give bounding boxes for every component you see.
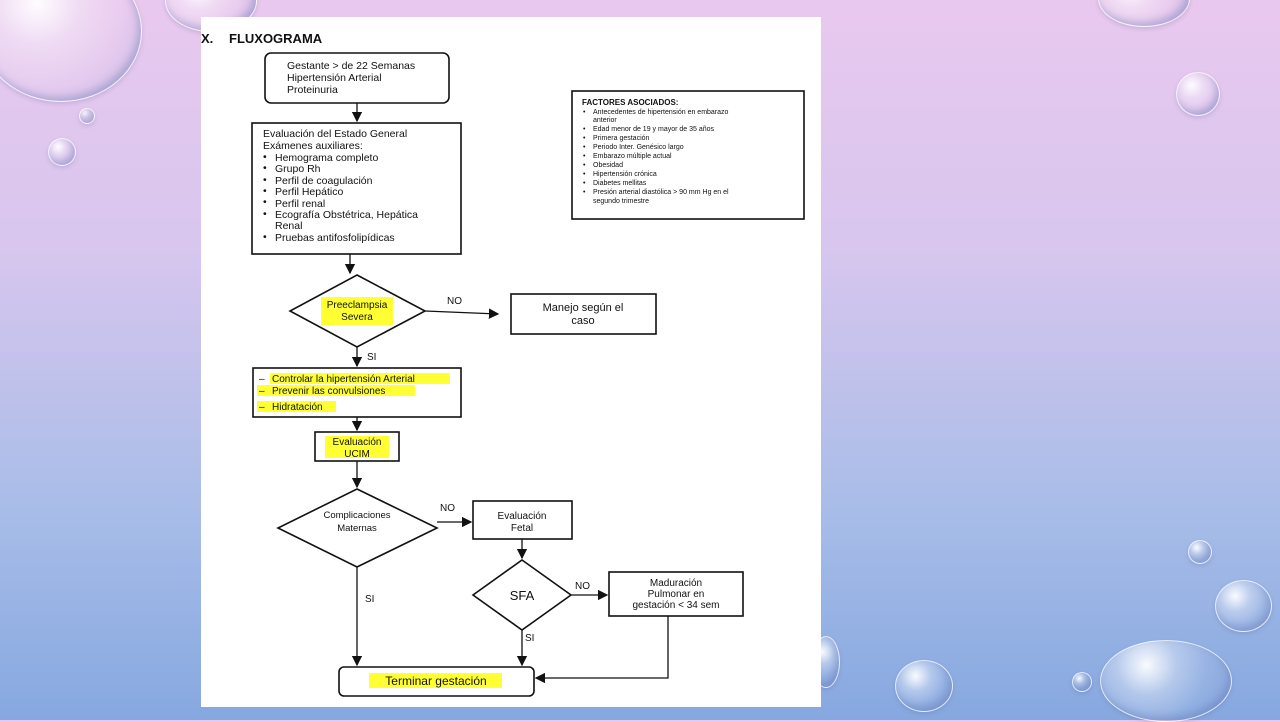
heading-prefix: X. — [201, 31, 213, 46]
bullet-icon: • — [583, 135, 586, 142]
bullet-icon: • — [583, 144, 586, 151]
maduracion-label: Maduración — [650, 578, 702, 589]
dash-icon: – — [259, 402, 265, 413]
exam-item: Grupo Rh — [275, 163, 321, 175]
water-drop-icon — [79, 108, 95, 124]
exam-item: Renal — [275, 220, 302, 232]
bullet-icon: • — [263, 151, 267, 163]
exam-item: Hemograma completo — [275, 152, 378, 164]
page-title: FLUXOGRAMA — [229, 31, 323, 46]
no-label: NO — [575, 581, 590, 592]
bullet-icon: • — [263, 185, 267, 197]
factor-line: Edad menor de 19 y mayor de 35 años — [593, 126, 715, 133]
dash-icon: – — [259, 374, 265, 385]
start-line: Gestante > de 22 Semanas — [287, 60, 415, 72]
bullet-icon: • — [583, 189, 586, 196]
no-label: NO — [447, 296, 462, 307]
highlight — [257, 401, 336, 412]
si-label: SI — [367, 352, 376, 363]
manejo-box — [510, 293, 657, 335]
water-drop-icon — [1176, 72, 1220, 116]
fetal-label: Fetal — [511, 523, 533, 534]
flowchart-diagram: X. FLUXOGRAMA Gestante > de 22 Semanas H… — [201, 31, 805, 697]
no-label: NO — [440, 503, 455, 514]
bullet-icon: • — [263, 231, 267, 243]
evaluation-subtitle: Exámenes auxiliares: — [263, 140, 363, 152]
water-drop-icon — [1188, 540, 1212, 564]
action-item: Hidratación — [272, 402, 323, 413]
factor-line: Diabetes mellitas — [593, 180, 647, 187]
ucim-label: UCIM — [344, 449, 370, 460]
decision-label: Complicaciones — [323, 510, 390, 521]
bullet-icon: • — [263, 162, 267, 174]
fetal-label: Evaluación — [498, 511, 547, 522]
factor-line: Embarazo múltiple actual — [593, 153, 672, 160]
water-drop-icon — [0, 0, 142, 102]
factor-line: Primera gestación — [593, 135, 650, 142]
water-drop-icon — [1215, 580, 1272, 632]
water-drop-icon — [895, 660, 953, 712]
action-item: Controlar la hipertensión Arterial — [272, 374, 415, 385]
exam-item: Pruebas antifosfolipídicas — [275, 232, 395, 244]
water-drop-icon — [1100, 640, 1232, 722]
highlight — [257, 385, 415, 396]
highlight — [321, 297, 393, 325]
end-label: Terminar gestación — [385, 674, 486, 688]
fetal-box — [472, 500, 573, 540]
arrow — [534, 616, 669, 684]
bullet-icon: • — [263, 174, 267, 186]
action-item: Prevenir las convulsiones — [272, 386, 385, 397]
bullet-icon: • — [583, 162, 586, 169]
exam-item: Perfil Hepático — [275, 186, 343, 198]
evaluation-title: Evaluación del Estado General — [263, 128, 407, 140]
bullet-icon: • — [263, 196, 267, 208]
factor-line: segundo trimestre — [593, 198, 649, 205]
decision-label: Maternas — [337, 523, 377, 534]
ucim-label: Evaluación — [333, 437, 382, 448]
factor-line: Obesidad — [593, 162, 623, 169]
factor-line: Periodo Inter. Genésico largo — [593, 144, 684, 151]
manejo-label: caso — [571, 315, 594, 327]
exam-item: Ecografía Obstétrica, Hepática — [275, 209, 418, 221]
factors-box — [571, 90, 805, 220]
bullet-icon: • — [263, 208, 267, 220]
maduracion-label: gestación < 34 sem — [633, 600, 720, 611]
flowchart-slide: X. FLUXOGRAMA Gestante > de 22 Semanas H… — [201, 17, 821, 707]
highlight — [325, 436, 389, 458]
maduracion-box — [608, 571, 744, 617]
arrow — [424, 308, 500, 319]
manejo-label: Manejo según el — [543, 302, 624, 314]
factors-title: FACTORES ASOCIADOS: — [582, 98, 678, 107]
factor-line: anterior — [593, 117, 617, 124]
factor-line: Hipertensión crónica — [593, 171, 657, 178]
maduracion-label: Pulmonar en — [648, 589, 705, 600]
bullet-icon: • — [583, 153, 586, 160]
evaluation-box — [251, 122, 462, 255]
highlight — [270, 373, 450, 384]
exam-item: Perfil de coagulación — [275, 175, 373, 187]
dash-icon: – — [259, 386, 265, 397]
decision-label: Preeclampsia — [327, 300, 388, 311]
factor-line: Presión arterial diastólica > 90 mm Hg e… — [593, 189, 729, 196]
water-drop-icon — [48, 138, 76, 166]
start-line: Hipertensión Arterial — [287, 72, 382, 84]
water-drop-icon — [1098, 0, 1190, 27]
sfa-label: SFA — [510, 588, 535, 603]
decision-label: Severa — [341, 312, 373, 323]
water-drop-icon — [1072, 672, 1092, 692]
si-label: SI — [365, 594, 374, 605]
highlight — [369, 673, 502, 688]
start-line: Proteinuria — [287, 84, 338, 96]
bullet-icon: • — [583, 109, 586, 116]
bullet-icon: • — [583, 171, 586, 178]
si-label: SI — [525, 633, 534, 644]
exam-item: Perfil renal — [275, 198, 325, 210]
bullet-icon: • — [583, 180, 586, 187]
bullet-icon: • — [583, 126, 586, 133]
factor-line: Antecedentes de hipertensión en embarazo — [593, 109, 729, 116]
